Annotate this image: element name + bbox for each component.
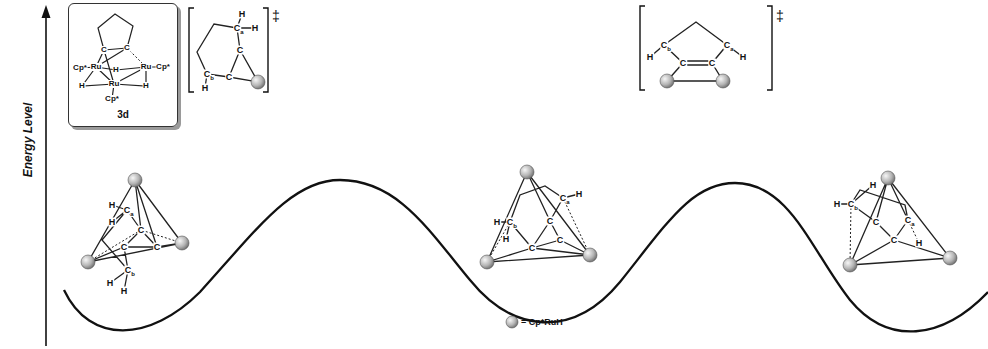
atom-label: Ru	[90, 63, 102, 71]
bond-lines	[837, 178, 950, 265]
dashed-bond	[487, 198, 590, 262]
atom-subscript: a	[130, 211, 134, 217]
atom-label: H	[108, 201, 116, 210]
atom-label: C	[225, 73, 233, 82]
atom-subscript: b	[210, 75, 215, 81]
atom-subscript: a	[911, 221, 915, 227]
atom-label: H	[502, 235, 510, 244]
atom-label: H	[833, 200, 841, 209]
atom-label: H	[869, 181, 877, 190]
transition-state-mark: ‡	[272, 9, 281, 23]
atom-label: C	[890, 236, 898, 245]
atom-label: C	[101, 46, 108, 54]
legend-sample	[506, 316, 518, 328]
ts-bracket	[189, 8, 268, 92]
atom-label: H	[915, 239, 923, 248]
atom-label: C	[546, 217, 554, 226]
ru-sphere	[881, 171, 895, 185]
atom-label: Ru	[140, 63, 152, 71]
ru-sphere	[480, 255, 494, 269]
energy-curve	[64, 180, 988, 331]
ru-sphere	[583, 248, 597, 262]
atom-label: H	[113, 66, 120, 74]
atom-label: C	[679, 59, 687, 68]
atom-subscript: a	[240, 29, 244, 35]
atom-label: Ru	[108, 80, 120, 88]
ru-sphere	[128, 173, 142, 187]
atom-label: H	[575, 190, 583, 199]
atom-label: C	[153, 243, 161, 252]
ru-sphere	[716, 74, 730, 88]
atom-label: H	[108, 218, 116, 227]
atom-label: H	[493, 218, 501, 227]
atom-label: C	[556, 236, 564, 245]
atom-subscript: b	[513, 223, 518, 229]
cp-ru-h-spheres	[81, 74, 957, 328]
ru-sphere	[251, 75, 265, 89]
atom-label: Cp*	[73, 64, 88, 72]
compound-number: 3d	[69, 110, 177, 120]
bond-lines	[487, 172, 590, 262]
atom-label: C	[872, 218, 880, 227]
atom-label: Cp*	[156, 63, 171, 71]
transition-state-mark: ‡	[776, 9, 785, 23]
atom-label: C	[124, 44, 131, 52]
atom-label: H	[120, 287, 128, 296]
atom-subscript: a	[566, 199, 570, 205]
atom-label: C	[708, 59, 716, 68]
dashed-bond	[88, 230, 182, 262]
atom-label: H	[739, 53, 747, 62]
atom-label: C	[528, 244, 536, 253]
energy-axis	[45, 16, 47, 346]
atom-subscript: b	[854, 205, 859, 211]
ru-sphere	[520, 165, 534, 179]
bond-lines	[80, 14, 163, 99]
axis-label: Energy Level	[22, 102, 34, 178]
dashed-bond	[850, 204, 919, 265]
atom-label: Cp*	[105, 95, 120, 103]
atom-label: C	[236, 46, 244, 55]
atom-label: H	[238, 10, 246, 19]
ru-sphere	[843, 258, 857, 272]
ru-sphere	[943, 251, 957, 265]
legend-text: = Cp*RuH	[521, 318, 563, 327]
ru-sphere	[81, 255, 95, 269]
atom-subscript: b	[131, 271, 136, 277]
atom-label: H	[251, 24, 259, 33]
atom-subscript: a	[730, 46, 734, 52]
atom-label: H	[201, 84, 209, 93]
atom-subscript: b	[667, 46, 672, 52]
ru-sphere	[660, 74, 674, 88]
atom-label: H	[106, 279, 114, 288]
atom-label: H	[646, 53, 654, 62]
bond-lines	[650, 22, 743, 81]
atom-label: C	[120, 243, 128, 252]
axis-arrowhead	[42, 5, 51, 18]
bond-lines	[197, 14, 258, 88]
bond-lines	[88, 180, 182, 291]
atom-label: C	[137, 226, 145, 235]
atom-label: H	[79, 82, 86, 90]
ts-bracket	[640, 6, 772, 90]
ru-sphere	[175, 236, 189, 250]
atom-label: H	[143, 82, 150, 90]
